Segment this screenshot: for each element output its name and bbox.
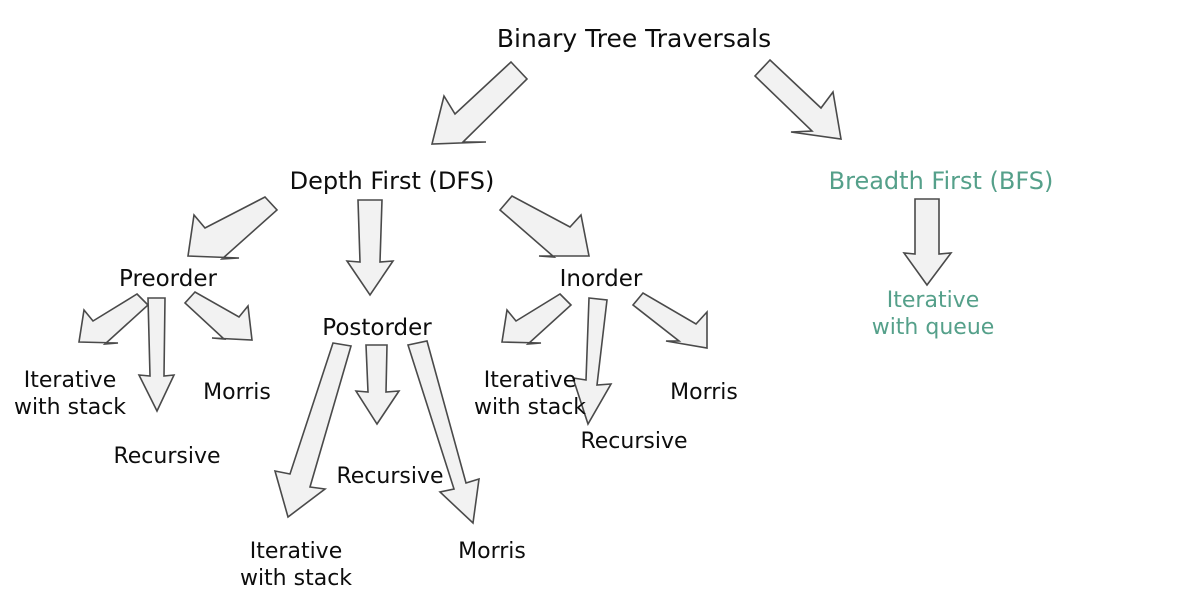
arrow-dfs-to-inorder <box>498 194 590 258</box>
title-label: Binary Tree Traversals <box>497 24 771 53</box>
arrow-root-to-dfs <box>430 60 529 145</box>
arrow-dfs-to-postorder <box>345 199 395 297</box>
arrow-inorder-to-iterative <box>501 292 573 345</box>
arrow-postorder-to-iterative <box>273 342 353 519</box>
node-label-inorder: Inorder <box>560 266 643 292</box>
arrow-preorder-to-iterative <box>78 292 150 345</box>
arrow-inorder-to-morris <box>631 291 708 349</box>
method-label-inorder-recursive: Recursive <box>580 429 687 454</box>
method-label-inorder-iterative-line2: with stack <box>474 395 586 420</box>
arrow-postorder-to-morris <box>406 340 480 525</box>
arrow-preorder-to-morris <box>183 290 253 341</box>
method-label-preorder-iterative-line1: Iterative <box>24 368 116 393</box>
arrow-root-to-bfs <box>753 58 842 140</box>
method-label-postorder-iterative-line1: Iterative <box>250 539 342 564</box>
method-label-bfs-iterative-line1: Iterative <box>887 288 979 313</box>
arrow-bfs-to-iterative <box>902 198 953 287</box>
arrow-preorder-to-recursive <box>137 297 176 413</box>
method-label-postorder-morris: Morris <box>458 539 526 564</box>
method-label-postorder-recursive: Recursive <box>336 464 443 489</box>
arrow-dfs-to-preorder <box>187 196 279 260</box>
method-label-inorder-morris: Morris <box>670 380 738 405</box>
node-label-dfs: Depth First (DFS) <box>290 167 495 195</box>
arrow-postorder-to-recursive <box>354 344 401 426</box>
node-label-postorder: Postorder <box>322 315 432 341</box>
method-label-bfs-iterative-line2: with queue <box>872 315 995 340</box>
method-label-preorder-recursive: Recursive <box>113 444 220 469</box>
method-label-preorder-morris: Morris <box>203 380 271 405</box>
arrow-inorder-to-recursive <box>571 297 613 426</box>
method-label-postorder-iterative-line2: with stack <box>240 566 352 591</box>
method-label-inorder-iterative-line1: Iterative <box>484 368 576 393</box>
node-label-bfs: Breadth First (BFS) <box>829 167 1054 195</box>
method-label-preorder-iterative-line2: with stack <box>14 395 126 420</box>
node-label-preorder: Preorder <box>119 266 217 292</box>
